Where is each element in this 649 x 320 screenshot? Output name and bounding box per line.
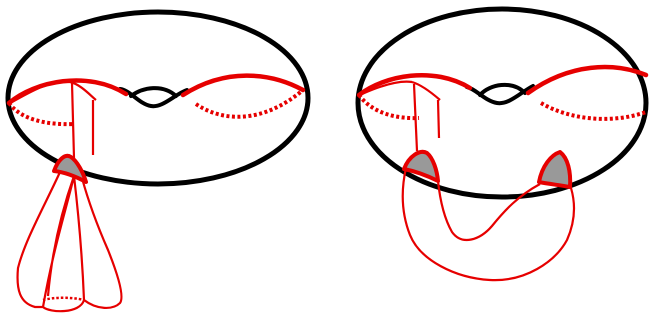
- left-torus-hole: [120, 88, 187, 106]
- left-grey-cap: [54, 156, 86, 182]
- left-tentacle-bottom-dotted: [43, 298, 84, 300]
- right-panel: [358, 9, 646, 280]
- left-tentacle-loops: [18, 172, 122, 311]
- right-red-curve-back: [359, 95, 646, 119]
- left-panel: [8, 12, 308, 311]
- left-torus-outline: [8, 12, 308, 184]
- right-grey-cap-right: [539, 152, 570, 187]
- right-torus-hole: [467, 85, 533, 103]
- right-tube: [362, 82, 440, 151]
